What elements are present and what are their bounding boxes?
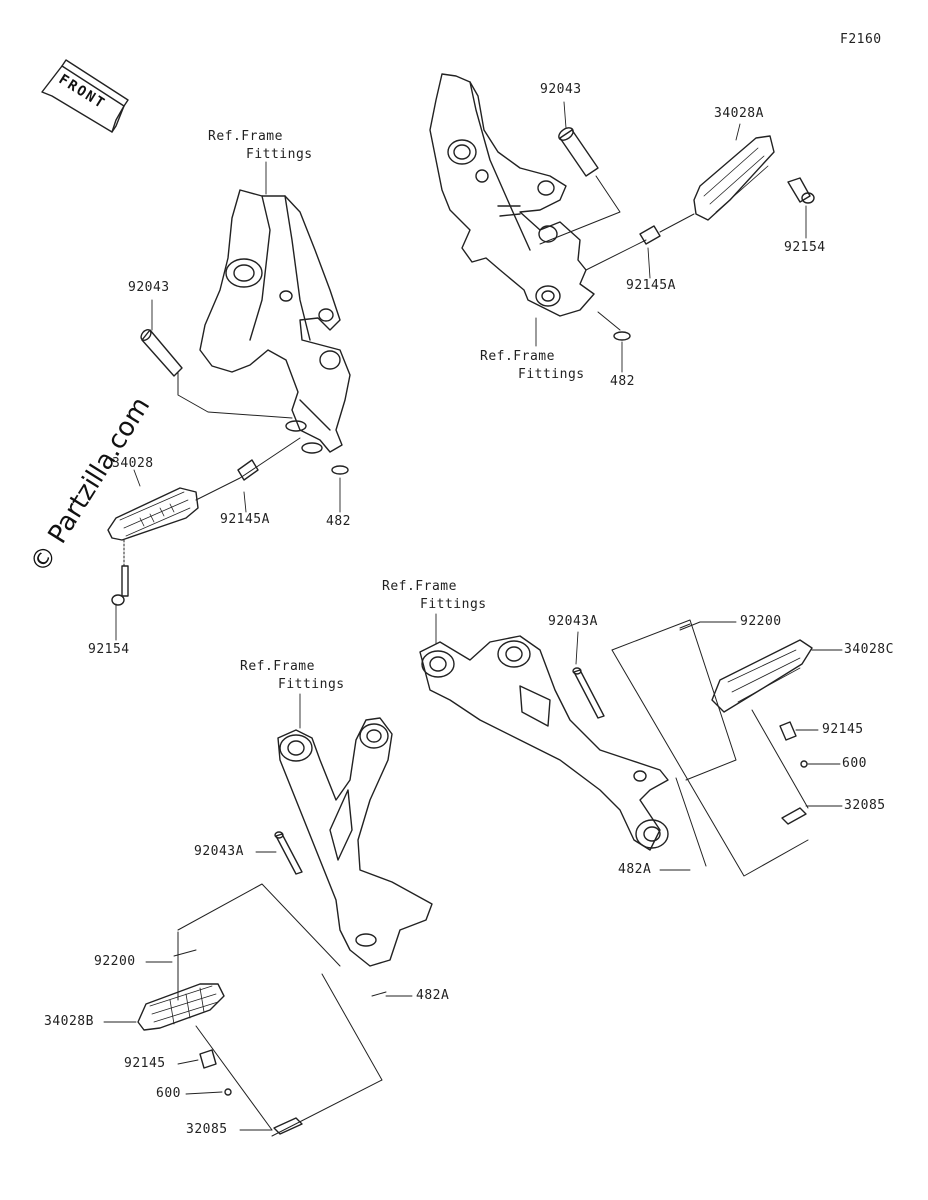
part-label-tl-peg: 34028	[112, 456, 154, 471]
part-label-tr-spring: 92145A	[626, 278, 676, 293]
spring-92145a-top-left	[237, 459, 259, 481]
part-label-bl-ball: 600	[156, 1086, 181, 1101]
ball-600-bottom-right	[800, 760, 808, 768]
bolt-92154-top-right	[787, 177, 815, 204]
part-label-tr-bolt: 92154	[784, 240, 826, 255]
pin-92043a-bottom-right	[572, 667, 605, 719]
figure-code: F2160	[840, 32, 882, 47]
footpeg-34028	[107, 487, 199, 541]
part-label-bl-spring: 92145	[124, 1056, 166, 1071]
bolt-92154-top-left	[111, 539, 129, 606]
part-label-br-plate: 32085	[844, 798, 886, 813]
spring-92145-bottom-left	[199, 1049, 217, 1069]
ref-frame-label-bottom-right: Ref.Frame Fittings	[382, 579, 487, 612]
part-label-tl-bolt: 92154	[88, 642, 130, 657]
bracket-top-left	[199, 189, 351, 454]
part-label-br-clip: 482A	[618, 862, 652, 877]
part-label-tl-clip: 482	[326, 514, 351, 529]
ref-frame-label-top-left: Ref.Frame Fittings	[208, 129, 313, 162]
pin-92043-top-right	[558, 127, 599, 177]
part-label-bl-clip: 482A	[416, 988, 450, 1003]
bracket-bottom-left	[277, 717, 433, 967]
part-label-br-spring: 92145	[822, 722, 864, 737]
spring-92145-bottom-right	[779, 721, 797, 741]
plate-32085-bottom-right	[781, 807, 807, 825]
pin-92043a-bottom-left	[274, 831, 303, 875]
footpeg-34028b	[137, 983, 225, 1031]
part-label-bl-peg: 34028B	[44, 1014, 94, 1029]
part-label-bl-washer: 92200	[94, 954, 136, 969]
part-label-tl-spring: 92145A	[220, 512, 270, 527]
part-label-tr-peg: 34028A	[714, 106, 764, 121]
part-label-bl-pin: 92043A	[194, 844, 244, 859]
part-label-br-peg: 34028C	[844, 642, 894, 657]
plate-32085-bottom-left	[273, 1117, 303, 1135]
pin-92043-top-left	[140, 329, 183, 377]
part-label-tr-pin: 92043	[540, 82, 582, 97]
ref-frame-label-bottom-left: Ref.Frame Fittings	[240, 659, 345, 692]
clip-482-top-left	[331, 465, 349, 475]
footpeg-34028c	[711, 639, 813, 713]
part-label-br-pin: 92043A	[548, 614, 598, 629]
leader-lines	[103, 101, 843, 1131]
washer-92200-bottom-left	[173, 949, 197, 957]
bracket-top-right	[429, 73, 595, 317]
ref-frame-label-top-right: Ref.Frame Fittings	[480, 349, 585, 382]
part-label-tr-clip: 482	[610, 374, 635, 389]
ball-600-bottom-left	[224, 1088, 232, 1096]
clip-482-top-right	[613, 331, 631, 341]
part-label-tl-pin: 92043	[128, 280, 170, 295]
front-arrow-icon	[41, 59, 129, 133]
footpeg-34028a	[693, 135, 775, 221]
part-label-br-ball: 600	[842, 756, 867, 771]
part-label-bl-plate: 32085	[186, 1122, 228, 1137]
washer-92200-bottom-right	[679, 621, 701, 631]
bracket-bottom-right	[419, 635, 669, 851]
part-label-br-washer: 92200	[740, 614, 782, 629]
clip-482a-bottom-left	[371, 991, 387, 997]
